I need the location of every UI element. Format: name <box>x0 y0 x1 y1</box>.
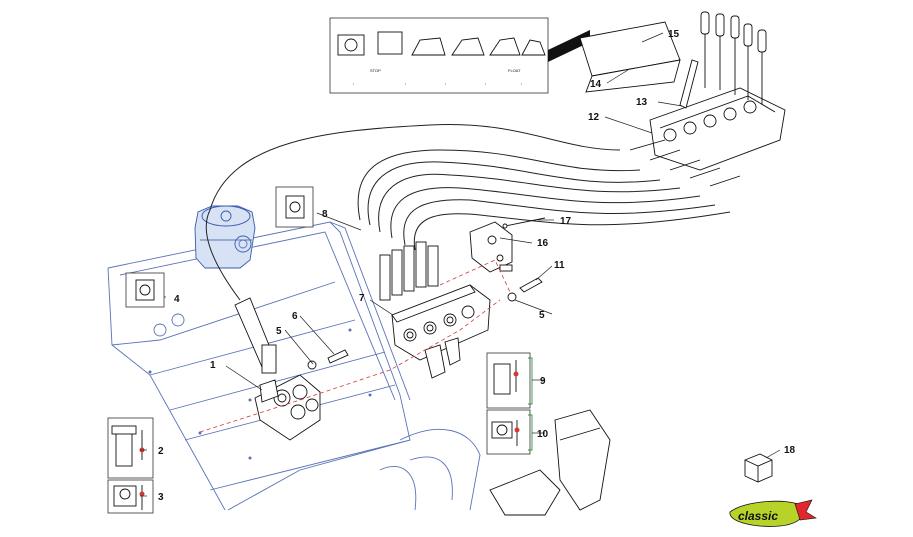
diverter-valve <box>469 217 546 273</box>
decal-stop-text: STOP <box>370 68 381 73</box>
leader-lines <box>140 32 781 497</box>
mount-bracket <box>489 409 611 516</box>
callout-7: 7 <box>359 293 365 304</box>
classic-logo: classic <box>729 499 817 527</box>
callout-3: 3 <box>158 492 164 503</box>
callout-13: 13 <box>636 97 648 108</box>
decal-float-text: FLOAT <box>508 68 521 73</box>
inset-9 <box>486 352 533 409</box>
lever-valve-bank <box>629 11 786 187</box>
callout-4: 4 <box>174 294 180 305</box>
callout-10: 10 <box>537 429 549 440</box>
control-cables <box>205 123 731 301</box>
callout-16: 16 <box>537 238 549 249</box>
callout-2: 2 <box>158 446 164 457</box>
svg-text:↓: ↓ <box>484 81 486 86</box>
decal-panel: STOP FLOAT ↓ ↓ ↓ ↓ ↓ <box>329 17 681 94</box>
loader-frame <box>107 221 481 511</box>
joystick-housing <box>194 205 256 269</box>
callout-12: 12 <box>588 112 600 123</box>
inset-4 <box>125 272 165 308</box>
callout-labels: 1 2 3 4 5 5 6 7 8 9 10 11 12 13 14 15 16… <box>158 29 796 503</box>
svg-text:↓: ↓ <box>444 81 446 86</box>
cube-part-18 <box>744 453 773 483</box>
svg-text:↓: ↓ <box>520 81 522 86</box>
callout-9: 9 <box>540 376 546 387</box>
callout-1: 1 <box>210 360 216 371</box>
decal-pictograms: STOP FLOAT ↓ ↓ ↓ ↓ ↓ <box>337 31 546 86</box>
control-valve-block <box>379 241 491 379</box>
callout-11: 11 <box>554 260 565 271</box>
inset-2 <box>107 417 154 479</box>
logo-text: classic <box>738 509 778 523</box>
callout-5-right: 5 <box>539 310 545 321</box>
inset-8 <box>275 186 314 228</box>
callout-5-left: 5 <box>276 326 282 337</box>
inset-10 <box>486 409 533 455</box>
svg-text:↓: ↓ <box>352 81 354 86</box>
bolt-11 <box>507 277 543 302</box>
callout-6: 6 <box>292 311 298 322</box>
callout-18: 18 <box>784 445 796 456</box>
assembly-lines <box>199 259 511 433</box>
callout-17: 17 <box>560 216 572 227</box>
callout-15: 15 <box>668 29 680 40</box>
inset-3 <box>107 479 154 514</box>
callout-8: 8 <box>322 209 328 220</box>
callout-14: 14 <box>590 79 602 90</box>
svg-text:↓: ↓ <box>404 81 406 86</box>
